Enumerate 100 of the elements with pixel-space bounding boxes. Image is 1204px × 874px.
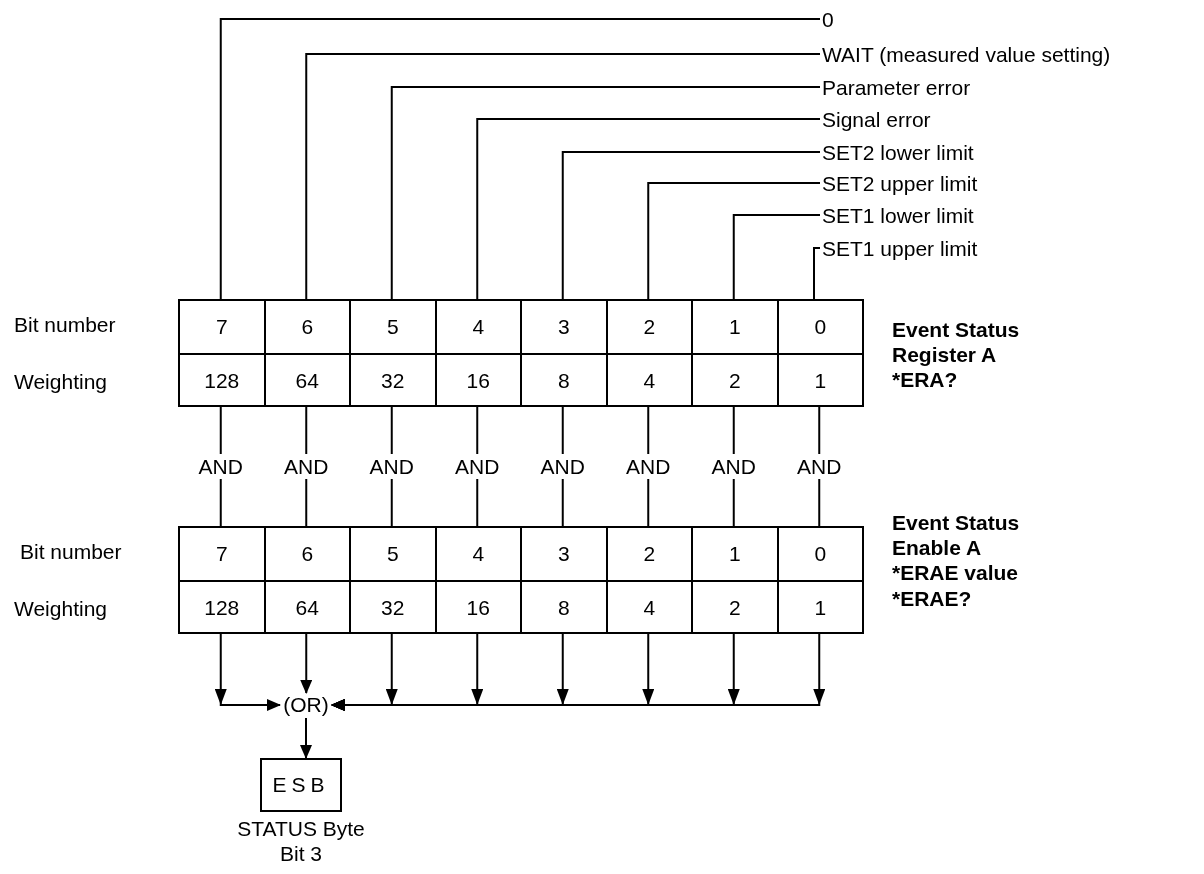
weight-value: 4 [607,353,691,407]
register-column [776,526,864,634]
connector-line [305,478,308,527]
weight-value: 64 [265,353,349,407]
register-column [178,526,266,634]
connector-line [390,406,393,455]
register-column [776,299,864,407]
weight-value: 32 [351,353,435,407]
weight-value: 16 [436,353,520,407]
register-column [520,299,608,407]
leader-line [219,18,821,300]
connector-line [390,478,393,527]
leader-line [647,182,821,300]
connector-line [818,406,821,455]
bit-number: 5 [385,314,400,340]
and-gate-label: AND [693,454,774,480]
register-column [691,299,779,407]
and-gate-label: AND [522,454,603,480]
bit-number: 3 [556,314,571,340]
arrow [300,717,312,759]
connector-line [818,478,821,527]
row-label: Weighting [14,596,107,622]
row-label: Bit number [20,539,122,565]
leader-line [732,214,821,300]
bit-label: Signal error [822,107,931,133]
leader-line [476,118,821,300]
bit-number: 4 [471,314,486,340]
bit-number: 2 [642,314,657,340]
connector-line [647,406,650,455]
register-column [349,299,437,407]
bit-label: SET2 upper limit [822,171,978,197]
and-gate-label: AND [608,454,689,480]
connector-line [219,406,222,455]
leader-line [813,247,821,300]
connector-line [305,406,308,455]
connector-line [732,406,735,455]
leader-line [305,53,821,300]
bit-number: 7 [214,541,229,567]
status-bit-box: ESB [260,758,342,812]
bit-label: 0 [822,7,834,33]
connector-line [732,478,735,527]
bit-number: 3 [556,541,571,567]
bit-label: WAIT (measured value setting) [822,42,1111,68]
bit-number: 7 [214,314,229,340]
weight-value: 8 [522,353,606,407]
register-heading: Event Status Enable A *ERAE value *ERAE? [892,510,1021,611]
bit-number: 1 [727,541,742,567]
register-column [520,526,608,634]
connector-line [476,478,479,527]
weight-value: 2 [693,353,777,407]
and-gate-label: AND [351,454,432,480]
arrow [331,633,825,711]
register-column [605,299,693,407]
register-column [263,299,351,407]
weight-value: 1 [778,353,862,407]
register-column [605,526,693,634]
or-gate-label: (OR) [281,692,331,718]
weight-value: 64 [265,580,349,634]
and-gate-label: AND [437,454,518,480]
register-column [349,526,437,634]
bit-label: SET1 lower limit [822,203,974,229]
connector-line [476,406,479,455]
and-gate-label: AND [779,454,860,480]
leader-line [561,151,821,300]
weight-value: 4 [607,580,691,634]
bit-number: 1 [727,314,742,340]
bit-number: 0 [813,314,828,340]
register-column [263,526,351,634]
connector-line [561,406,564,455]
register-heading: Event Status Register A *ERA? [892,317,1021,393]
bit-label: Parameter error [822,75,971,101]
weight-value: 32 [351,580,435,634]
weight-value: 8 [522,580,606,634]
connector-line [647,478,650,527]
connector-line [219,478,222,527]
register-column [434,526,522,634]
arrow [215,633,281,711]
arrow [300,633,313,694]
bit-number: 6 [300,314,315,340]
weight-value: 16 [436,580,520,634]
node-label: STATUS Byte Bit 3 [236,816,366,867]
register-column [691,526,779,634]
bit-number: 6 [300,541,315,567]
register-column [178,299,266,407]
bit-number: 4 [471,541,486,567]
bit-label: SET1 upper limit [822,236,978,262]
and-gate-label: AND [180,454,261,480]
register-column [434,299,522,407]
and-gate-label: AND [266,454,347,480]
row-label: Weighting [14,369,107,395]
leader-line [390,86,821,300]
connector-line [561,478,564,527]
bit-number: 5 [385,541,400,567]
weight-value: 1 [778,580,862,634]
weight-value: 128 [180,353,264,407]
weight-value: 128 [180,580,264,634]
weight-value: 2 [693,580,777,634]
bit-label: SET2 lower limit [822,140,974,166]
row-label: Bit number [14,312,116,338]
bit-number: 2 [642,541,657,567]
